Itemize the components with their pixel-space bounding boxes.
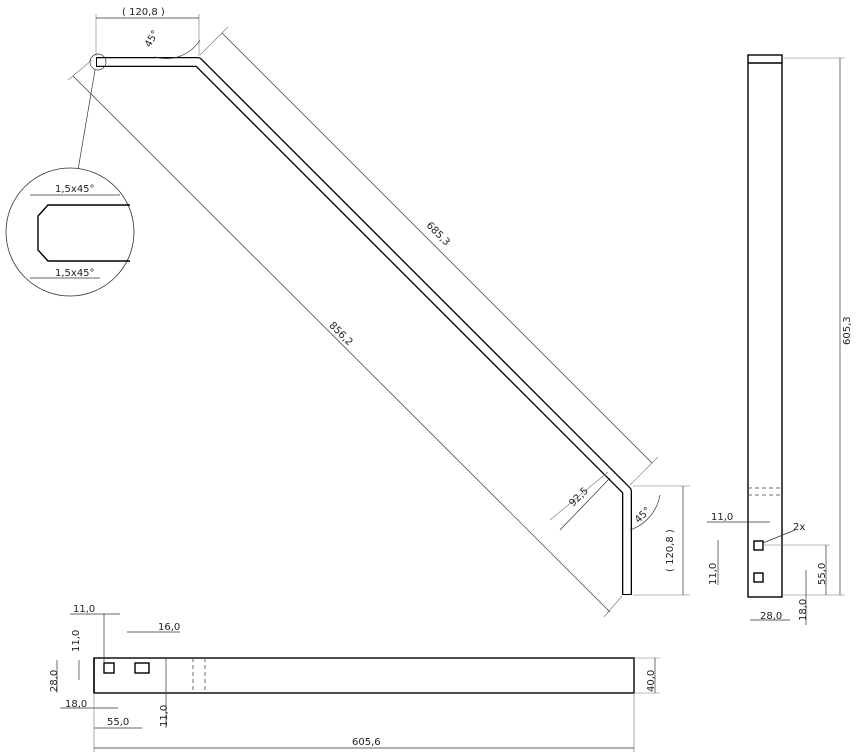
dim-bottom-thickness: 40,0 — [646, 670, 657, 692]
side-view: 605,3 11,0 11,0 2x 55,0 18,0 28,0 — [707, 54, 853, 625]
detail-view: 1,5x45° 1,5x45° — [5, 53, 135, 297]
front-view: ( 120,8 ) 45° 685,3 856,2 92,5 45° ( 120… — [67, 7, 690, 618]
dim-bottom-length: ( 120,8 ) — [665, 529, 676, 572]
bent-bar-fill — [97, 58, 631, 594]
dim-bottom-width: 28,0 — [49, 670, 60, 692]
dim-bottom-edge-offset: 18,0 — [65, 699, 87, 710]
dim-bottom-angle: 45° — [633, 505, 653, 525]
dim-side-bottom-offset: 18,0 — [798, 599, 809, 621]
dim-bottom-hole-spacing: 55,0 — [107, 717, 129, 728]
dim-diagonal-length: 685,3 — [424, 220, 452, 248]
dim-side-hole-height: 11,0 — [708, 563, 719, 585]
detail-chamfer-top: 1,5x45° — [55, 184, 95, 195]
dim-bottom-length: 605,6 — [352, 737, 381, 748]
dim-bottom-hole-width: 11,0 — [73, 604, 95, 615]
dim-side-hole-count: 2x — [793, 522, 805, 533]
bottom-view: 11,0 16,0 11,0 28,0 18,0 55,0 11,0 40,0 … — [49, 604, 660, 752]
dim-side-width: 28,0 — [760, 611, 782, 622]
dim-side-hole-width: 11,0 — [711, 512, 733, 523]
dim-top-angle: 45° — [143, 29, 161, 50]
dim-side-hole-spacing: 55,0 — [817, 563, 828, 585]
dim-overall-diagonal: 856,2 — [327, 320, 355, 348]
detail-chamfer-bottom: 1,5x45° — [55, 268, 95, 279]
dim-side-height: 605,3 — [842, 316, 853, 345]
dim-top-length: ( 120,8 ) — [122, 7, 165, 18]
bent-bar-outline — [96, 57, 632, 595]
dim-bottom-hole-height-right: 11,0 — [159, 705, 170, 727]
dim-bottom-hole-height-left: 11,0 — [71, 630, 82, 652]
dim-bottom-slot-width: 16,0 — [158, 622, 180, 633]
